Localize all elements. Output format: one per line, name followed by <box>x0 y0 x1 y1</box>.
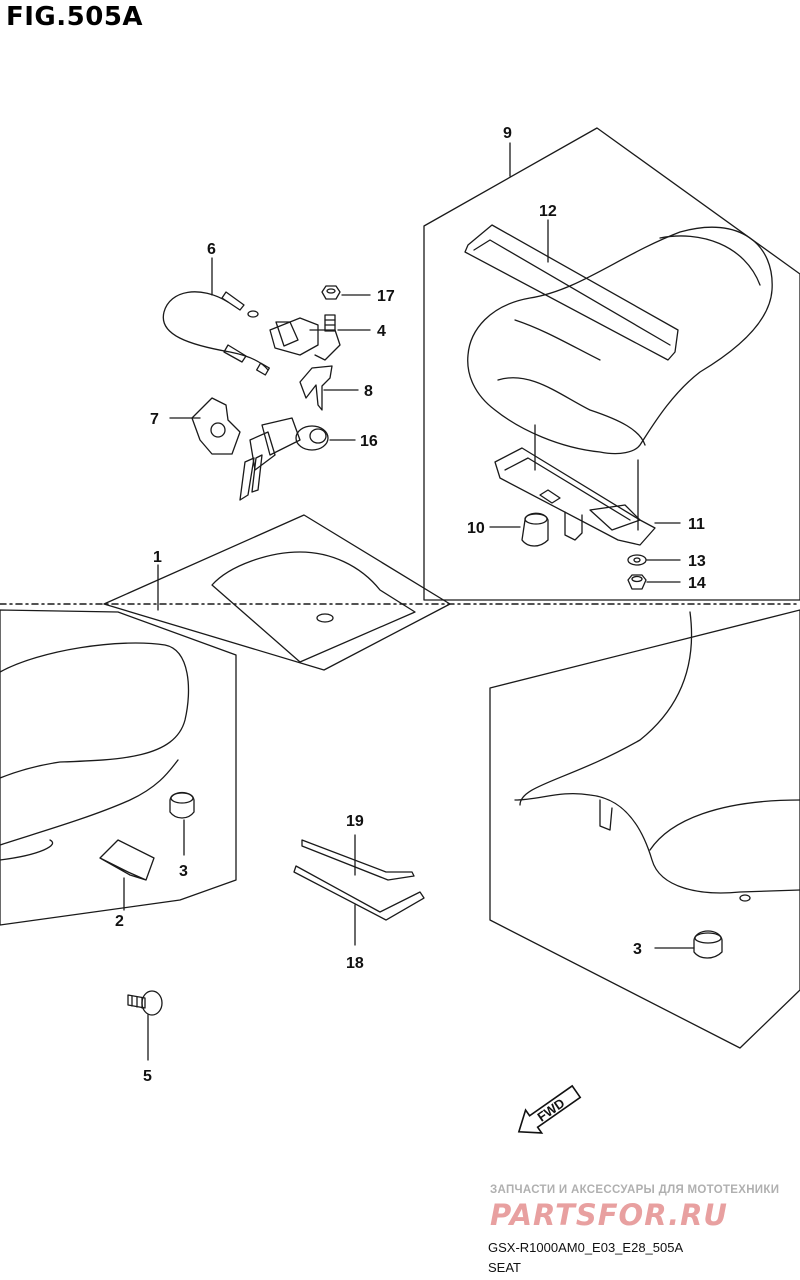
callout-9: 9 <box>503 125 512 142</box>
leader-lines <box>123 142 695 1061</box>
callout-18: 18 <box>346 955 364 972</box>
seat-lock-cable <box>162 291 270 376</box>
model-code: GSX-R1000AM0_E03_E28_505A <box>488 1240 684 1255</box>
grab-strap <box>464 224 679 361</box>
pad <box>99 839 155 881</box>
washer <box>627 554 647 566</box>
cushion <box>521 512 549 547</box>
key-cylinder <box>239 417 329 501</box>
callout-4: 4 <box>377 323 386 340</box>
seat-lock <box>269 314 341 361</box>
callout-3-left: 3 <box>179 863 188 880</box>
callouts: 9 12 6 17 4 8 7 16 10 11 13 14 1 3 2 5 1… <box>115 125 706 1085</box>
callout-3-right: 3 <box>633 941 642 958</box>
lock-plate <box>191 397 241 455</box>
callout-1: 1 <box>153 549 162 566</box>
front-seat-panel <box>0 609 237 926</box>
seat-base-plate <box>211 551 416 663</box>
watermark-logo: PARTSFOR.RU <box>490 1198 728 1232</box>
section-name: SEAT <box>488 1260 521 1275</box>
callout-5: 5 <box>143 1068 152 1085</box>
seat-bracket <box>494 424 656 546</box>
callout-12: 12 <box>539 203 557 220</box>
callout-10: 10 <box>467 520 485 537</box>
callout-14: 14 <box>688 575 706 592</box>
figure-title: FIG.505A <box>6 2 144 32</box>
hex-wrench-18 <box>293 865 425 921</box>
spring-clip <box>299 365 333 411</box>
lock-nut <box>321 285 341 300</box>
rear-seat-cover <box>467 226 773 455</box>
callout-2: 2 <box>115 913 124 930</box>
grommet-left <box>169 791 195 819</box>
rear-frame-panel <box>489 609 800 1049</box>
callout-8: 8 <box>364 383 373 400</box>
grommet-right <box>693 930 723 959</box>
front-seat <box>0 642 190 861</box>
screw <box>127 990 163 1016</box>
group-9-panel <box>423 127 800 601</box>
watermark-tagline: ЗАПЧАСТИ И АКСЕССУАРЫ ДЛЯ МОТОТЕХНИКИ <box>490 1184 780 1196</box>
callout-7: 7 <box>150 411 159 428</box>
callout-11: 11 <box>688 516 705 533</box>
callout-13: 13 <box>688 553 706 570</box>
callout-6: 6 <box>207 241 216 258</box>
callout-16: 16 <box>360 433 378 450</box>
nut <box>627 574 647 590</box>
callout-19: 19 <box>346 813 364 830</box>
fwd-arrow: FWD <box>517 1084 582 1134</box>
group-1-panel <box>103 514 451 671</box>
hex-wrench-19 <box>301 839 415 881</box>
callout-17: 17 <box>377 288 395 305</box>
rear-seat-frame <box>514 611 800 902</box>
